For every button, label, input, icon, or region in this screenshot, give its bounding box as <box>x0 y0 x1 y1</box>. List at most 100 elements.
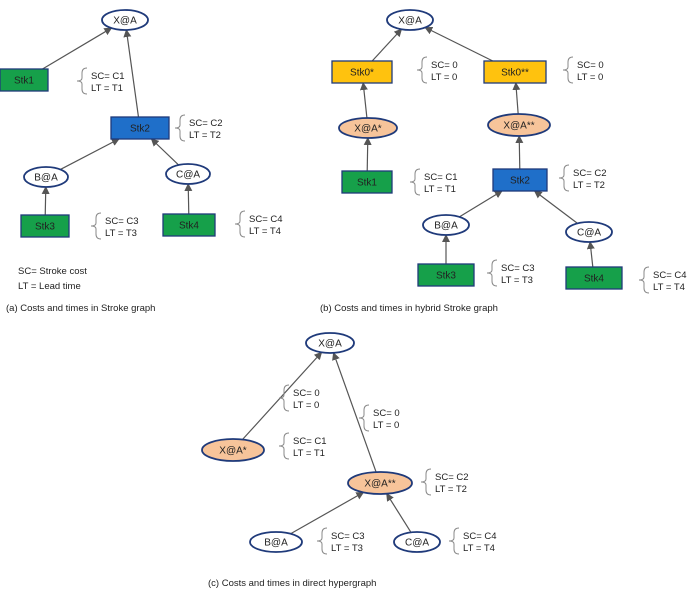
node-label-a-xa: X@A <box>113 16 137 27</box>
node-shape-b-ca <box>565 221 613 243</box>
brace-a-0 <box>76 67 88 95</box>
edge-a-stk1-to-xa <box>42 27 113 70</box>
node-b-stk3: Stk3 <box>417 263 475 287</box>
annotation-sc-a-3: SC= C4 <box>249 214 283 225</box>
brace-a-2 <box>90 212 102 240</box>
annotation-lt-b-4: LT = T3 <box>501 275 533 286</box>
node-label-b-stk0a: Stk0* <box>350 68 374 79</box>
annotation-sc-c-2: SC= C1 <box>293 436 327 447</box>
edge-c-ca-to-xa2 <box>386 492 412 533</box>
node-b-ca: C@A <box>565 221 613 243</box>
node-label-b-stk3: Stk3 <box>436 271 456 282</box>
annotation-lt-c-0: LT = 0 <box>293 400 319 411</box>
node-shape-b-xa2 <box>487 113 551 137</box>
node-shape-a-ba <box>23 166 69 188</box>
edge-c-xa2-to-xa <box>332 351 377 473</box>
node-shape-a-stk1 <box>0 68 49 92</box>
annotation-lt-a-1: LT = T2 <box>189 130 221 141</box>
brace-a-3 <box>234 210 246 238</box>
edge-c-xa1-to-xa <box>242 351 323 440</box>
annotation-sc-a-1: SC= C2 <box>189 118 223 129</box>
edge-b-xa2-to-stk0b <box>512 82 521 115</box>
edge-a-stk4-to-ca <box>184 182 193 215</box>
node-c-xa: X@A <box>305 332 355 354</box>
node-shape-c-xa2 <box>347 471 413 495</box>
node-c-xa1: X@A* <box>201 438 265 462</box>
annotation-lt-b-0: LT = 0 <box>431 72 457 83</box>
node-label-b-stk0b: Stk0** <box>501 68 529 79</box>
legend-stroke-cost: SC= Stroke cost <box>18 266 87 277</box>
brace-a-1 <box>174 114 186 142</box>
annotation-lt-c-4: LT = T3 <box>331 543 363 554</box>
node-shape-a-xa <box>101 9 149 31</box>
annotation-sc-a-2: SC= C3 <box>105 216 139 227</box>
node-a-ca: C@A <box>165 163 211 185</box>
edge-a-ca-to-stk2 <box>150 138 179 166</box>
node-label-b-ca: C@A <box>577 228 601 239</box>
node-b-xa2: X@A** <box>487 113 551 137</box>
node-b-ba: B@A <box>422 214 470 236</box>
annotation-sc-b-0: SC= 0 <box>431 60 458 71</box>
node-shape-b-ba <box>422 214 470 236</box>
brace-b-2 <box>409 168 421 196</box>
node-label-a-ca: C@A <box>176 170 200 181</box>
node-label-c-xa: X@A <box>318 339 342 350</box>
brace-b-0 <box>416 56 428 84</box>
brace-b-5 <box>638 266 650 294</box>
node-label-c-ba: B@A <box>264 538 288 549</box>
node-c-xa2: X@A** <box>347 471 413 495</box>
brace-c-2 <box>278 432 290 460</box>
annotation-lt-c-1: LT = 0 <box>373 420 399 431</box>
brace-b-4 <box>486 259 498 287</box>
annotation-sc-b-1: SC= 0 <box>577 60 604 71</box>
annotation-lt-c-5: LT = T4 <box>463 543 495 554</box>
node-shape-b-stk1 <box>341 170 393 194</box>
node-a-ba: B@A <box>23 166 69 188</box>
annotation-sc-b-4: SC= C3 <box>501 263 535 274</box>
node-shape-b-stk4 <box>565 266 623 290</box>
edge-b-stk1-to-xa1 <box>363 136 372 172</box>
caption-c: (c) Costs and times in direct hypergraph <box>208 578 376 589</box>
node-label-b-stk2: Stk2 <box>510 176 530 187</box>
node-label-c-ca: C@A <box>405 538 429 549</box>
annotation-sc-c-4: SC= C3 <box>331 531 365 542</box>
annotation-sc-b-2: SC= C1 <box>424 172 458 183</box>
node-a-stk4: Stk4 <box>162 213 216 237</box>
annotation-lt-c-2: LT = T1 <box>293 448 325 459</box>
edge-c-ba-to-xa2 <box>290 491 365 535</box>
node-shape-b-stk0b <box>483 60 547 84</box>
edge-b-ca-to-stk2 <box>533 190 578 224</box>
edge-b-ba-to-stk2 <box>459 190 503 218</box>
node-label-a-ba: B@A <box>34 173 58 184</box>
node-label-c-xa2: X@A** <box>364 479 395 490</box>
edge-a-ba-to-stk2 <box>60 138 120 170</box>
node-label-a-stk3: Stk3 <box>35 222 55 233</box>
edge-a-stk3-to-ba <box>41 185 50 216</box>
annotation-sc-c-1: SC= 0 <box>373 408 400 419</box>
node-b-stk1: Stk1 <box>341 170 393 194</box>
node-shape-a-stk2 <box>110 116 170 140</box>
annotation-lt-b-3: LT = T2 <box>573 180 605 191</box>
node-a-stk2: Stk2 <box>110 116 170 140</box>
node-shape-c-xa1 <box>201 438 265 462</box>
legend: SC= Stroke cost LT = Lead time <box>18 266 87 292</box>
node-b-stk0b: Stk0** <box>483 60 547 84</box>
node-label-b-xa: X@A <box>398 16 422 27</box>
annotation-sc-c-0: SC= 0 <box>293 388 320 399</box>
node-label-b-ba: B@A <box>434 221 458 232</box>
brace-c-4 <box>316 527 328 555</box>
braces-layer <box>76 56 650 555</box>
node-label-b-stk1: Stk1 <box>357 178 377 189</box>
node-b-xa: X@A <box>386 9 434 31</box>
annotation-sc-c-5: SC= C4 <box>463 531 497 542</box>
node-b-xa1: X@A* <box>338 117 398 139</box>
caption-a: (a) Costs and times in Stroke graph <box>6 303 155 314</box>
node-shape-b-stk3 <box>417 263 475 287</box>
node-c-ca: C@A <box>393 531 441 553</box>
annotation-lt-a-3: LT = T4 <box>249 226 281 237</box>
node-shape-b-stk0a <box>331 60 393 84</box>
annotation-sc-a-0: SC= C1 <box>91 71 125 82</box>
